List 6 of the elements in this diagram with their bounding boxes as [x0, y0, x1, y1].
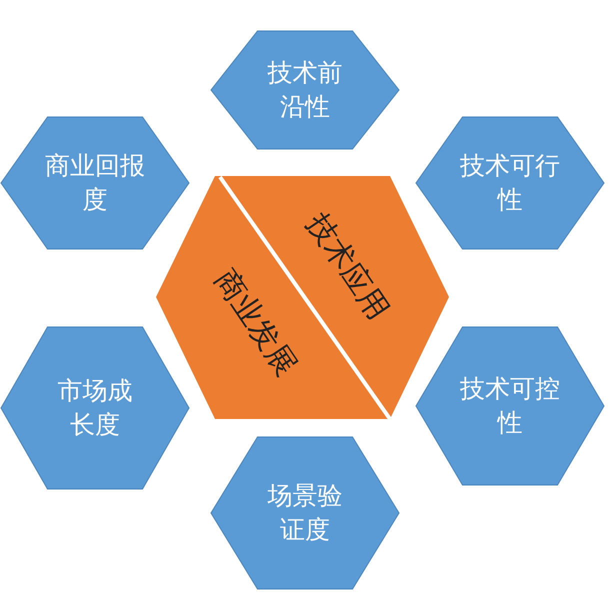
hexagon-label: 技术可控性 — [459, 373, 561, 439]
hexagon-label: 市场成长度 — [56, 375, 134, 441]
hexagon-label: 场景验证度 — [266, 480, 344, 546]
hexagon-label: 商业回报度 — [44, 150, 146, 216]
hexagon-label: 技术前沿性 — [266, 57, 344, 123]
hexagon-label: 技术可行性 — [459, 150, 561, 216]
